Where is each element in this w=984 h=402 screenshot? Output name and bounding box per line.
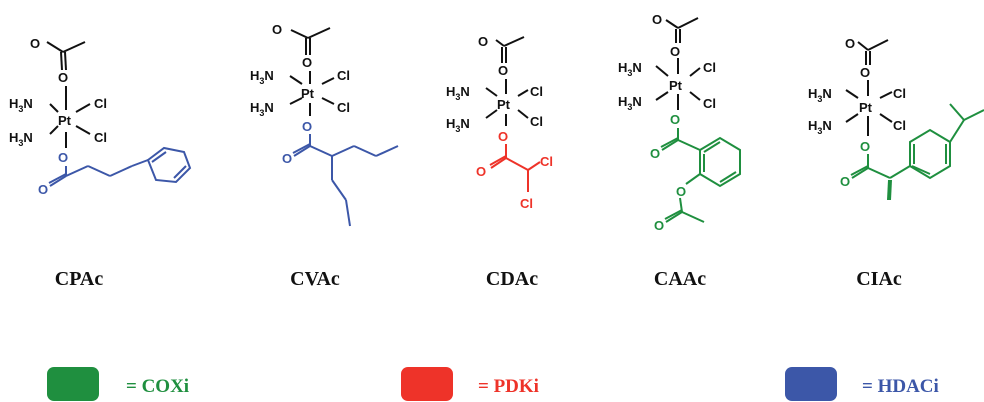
atom-cl: Cl (94, 96, 107, 111)
atom-pt: Pt (301, 86, 315, 101)
legend-label-coxi: = COXi (126, 376, 189, 397)
hdaci-ligand: O O (282, 119, 399, 227)
atom-pt: Pt (669, 78, 683, 93)
structure-cvac: O O Pt Cl Cl H3N H3N O O (250, 22, 399, 227)
atom-o: O (676, 184, 686, 199)
atom-o: O (860, 139, 870, 154)
atom-cl: Cl (520, 196, 533, 211)
amine-group: H3N (446, 84, 470, 102)
amine-group: H3N (9, 96, 33, 114)
atom-cl: Cl (703, 96, 716, 111)
atom-o: O (272, 22, 282, 37)
atom-o: O (654, 218, 664, 233)
atom-o: O (652, 12, 662, 27)
atom-o: O (30, 36, 40, 51)
compound-name-ciac: CIAc (856, 268, 902, 290)
legend: = COXi = PDKi = HDACi (47, 367, 939, 401)
legend-swatch-coxi (47, 367, 99, 401)
structure-caac: O O Pt Cl Cl H3N H3N O O (618, 12, 741, 233)
compound-name-cvac: CVAc (290, 268, 340, 290)
atom-pt: Pt (497, 97, 511, 112)
pdki-ligand: O O Cl Cl (476, 129, 553, 211)
legend-swatch-pdki (401, 367, 453, 401)
atom-o: O (498, 129, 508, 144)
atom-o: O (670, 44, 680, 59)
hdaci-ligand: O O (38, 146, 192, 197)
atom-pt: Pt (58, 113, 72, 128)
amine-group: H3N (250, 68, 274, 86)
atom-o: O (476, 164, 486, 179)
legend-label-pdki: = PDKi (478, 376, 539, 397)
atom-cl: Cl (540, 154, 553, 169)
atom-o: O (282, 151, 292, 166)
atom-cl: Cl (337, 68, 350, 83)
atom-cl: Cl (893, 118, 906, 133)
legend-label-hdaci: = HDACi (862, 376, 939, 397)
atom-o: O (670, 112, 680, 127)
coxi-ligand: O O O O (650, 112, 741, 233)
structure-ciac: O O Pt Cl Cl H3N H3N O O (808, 36, 984, 200)
atom-o: O (650, 146, 660, 161)
atom-o: O (840, 174, 850, 189)
atom-pt: Pt (859, 100, 873, 115)
amine-group: H3N (250, 100, 274, 118)
amine-group: H3N (446, 116, 470, 134)
compound-name-caac: CAAc (654, 268, 706, 290)
atom-o: O (38, 182, 48, 197)
amine-group: H3N (9, 130, 33, 148)
amine-group: H3N (808, 86, 832, 104)
atom-o: O (302, 119, 312, 134)
atom-o: O (845, 36, 855, 51)
structure-cdac: O O Pt Cl Cl H3N H3N O O Cl Cl (446, 34, 553, 211)
atom-cl: Cl (94, 130, 107, 145)
atom-o: O (860, 65, 870, 80)
compound-name-cpac: CPAc (55, 268, 104, 290)
atom-cl: Cl (530, 114, 543, 129)
atom-o: O (498, 63, 508, 78)
atom-o: O (58, 70, 68, 85)
legend-swatch-hdaci (785, 367, 837, 401)
atom-cl: Cl (893, 86, 906, 101)
amine-group: H3N (618, 94, 642, 112)
atom-o: O (58, 150, 68, 165)
atom-o: O (302, 55, 312, 70)
structure-cpac: O O Pt Cl Cl H3N H3N O O (9, 36, 192, 197)
amine-group: H3N (808, 118, 832, 136)
compound-name-cdac: CDAc (486, 268, 538, 290)
atom-cl: Cl (337, 100, 350, 115)
atom-o: O (478, 34, 488, 49)
atom-cl: Cl (530, 84, 543, 99)
amine-group: H3N (618, 60, 642, 78)
atom-cl: Cl (703, 60, 716, 75)
coxi-ligand: O O (840, 103, 984, 200)
